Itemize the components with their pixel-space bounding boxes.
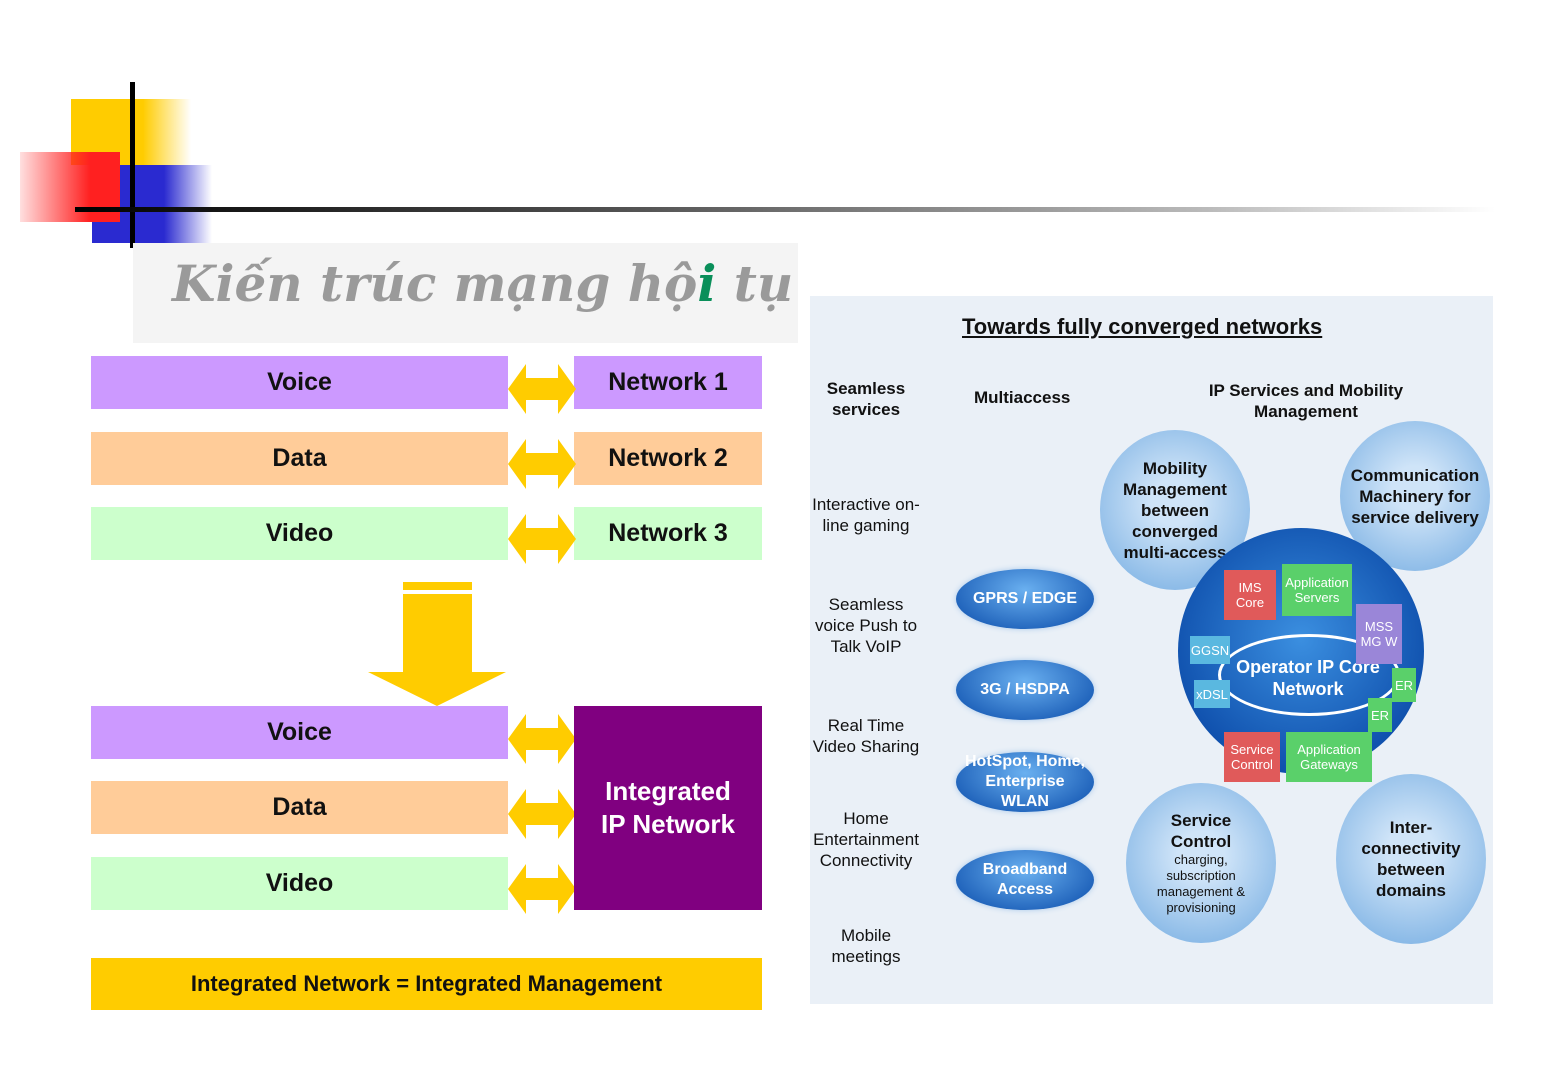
access-broadband: Broadband Access xyxy=(956,850,1094,910)
double-arrows-top xyxy=(508,364,576,564)
node-xdsl: xDSL xyxy=(1194,680,1230,708)
network-bar-3: Network 3 xyxy=(574,507,762,560)
network-bar-2: Network 2 xyxy=(574,432,762,485)
decor-vertical-line xyxy=(130,82,135,248)
service-bar-voice: Voice xyxy=(91,356,508,409)
service-bar-video: Video xyxy=(91,507,508,560)
node-ggsn: GGSN xyxy=(1190,636,1230,664)
double-arrow-icon xyxy=(508,439,576,489)
service-bar-voice-integrated: Voice xyxy=(91,706,508,759)
converged-networks-diagram: Towards fully converged networks Seamles… xyxy=(810,296,1493,1004)
node-application-servers: Application Servers xyxy=(1282,564,1352,616)
service-home-entertainment: Home Entertainment Connectivity xyxy=(813,809,919,870)
access-3g-hsdpa: 3G / HSDPA xyxy=(956,660,1094,720)
diagram-title: Towards fully converged networks xyxy=(962,314,1323,339)
integrated-ip-network-block: Integrated IP Network xyxy=(574,706,762,910)
access-gprs-edge: GPRS / EDGE xyxy=(956,569,1094,629)
double-arrow-icon xyxy=(508,364,576,414)
node-application-gateways: Application Gateways xyxy=(1286,732,1372,782)
bubble-interconnectivity: Inter-connectivity between domains xyxy=(1336,774,1486,944)
access-wlan: HotSpot, Home, Enterprise WLAN xyxy=(956,752,1094,812)
double-arrow-icon xyxy=(508,789,576,839)
network-bar-1: Network 1 xyxy=(574,356,762,409)
node-service-control: Service Control xyxy=(1224,732,1280,782)
service-bar-data-integrated: Data xyxy=(91,781,508,834)
service-mobile-meetings: Mobile meetings xyxy=(831,926,901,966)
service-video-sharing: Real Time Video Sharing xyxy=(812,716,920,756)
col-header-multiaccess: Multiaccess xyxy=(974,388,1071,407)
core-network-label: Operator IP Core Network xyxy=(1236,657,1380,699)
double-arrow-icon xyxy=(508,514,576,564)
service-bar-video-integrated: Video xyxy=(91,857,508,910)
service-bar-data: Data xyxy=(91,432,508,485)
node-ims-core: IMS Core xyxy=(1224,570,1276,620)
double-arrows-bottom xyxy=(508,714,576,914)
footer-integrated-management: Integrated Network = Integrated Manageme… xyxy=(91,958,762,1010)
left-title-panel xyxy=(133,243,798,343)
decor-horizontal-line xyxy=(75,207,1495,212)
node-er-2: ER xyxy=(1368,698,1392,732)
down-arrow-icon xyxy=(368,582,506,706)
double-arrow-icon xyxy=(508,714,576,764)
col-header-ip-services: IP Services and Mobility Management xyxy=(1208,381,1404,421)
service-voice: Seamless voice Push to Talk VoIP xyxy=(814,595,918,656)
node-er-1: ER xyxy=(1392,668,1416,702)
left-title: Kiến trúc mạng hội tụ xyxy=(172,254,794,313)
service-gaming: Interactive on-line gaming xyxy=(812,495,920,535)
node-mss-mgw: MSS MG W xyxy=(1356,604,1402,664)
double-arrow-icon xyxy=(508,864,576,914)
col-header-seamless: Seamless services xyxy=(826,379,906,419)
